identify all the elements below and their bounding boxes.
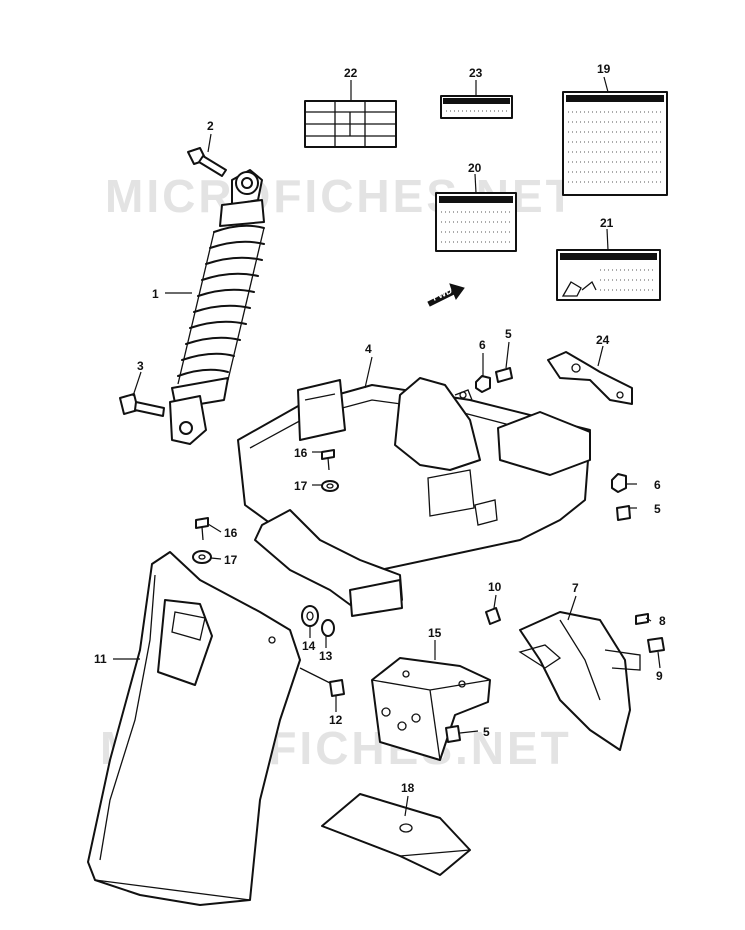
- callout-5-top: 5: [505, 327, 512, 341]
- washer-13: [321, 619, 335, 637]
- bolt-5c: [445, 725, 461, 743]
- callout-16-box: 16: [294, 446, 308, 460]
- screw-8: [635, 613, 649, 625]
- callout-11: 11: [94, 652, 107, 666]
- nut-6a: [475, 375, 491, 393]
- callout-22: 22: [344, 66, 358, 80]
- callout-12: 12: [329, 713, 343, 727]
- label-21: [556, 249, 661, 301]
- bracket-15: [371, 657, 491, 761]
- bolt-10: [485, 607, 501, 625]
- collar-14: [301, 605, 319, 627]
- bolt-12: [299, 667, 345, 697]
- callout-9: 9: [656, 669, 663, 683]
- callout-4: 4: [365, 342, 372, 356]
- callout-18: 18: [401, 781, 415, 795]
- callout-7: 7: [572, 581, 579, 595]
- callout-3: 3: [137, 359, 144, 373]
- fwd-arrow-icon: FWD: [427, 283, 465, 307]
- callout-14: 14: [302, 639, 316, 653]
- callout-19: 19: [597, 62, 611, 76]
- leader-lines: [113, 76, 661, 817]
- bolt-5b: [616, 505, 631, 521]
- bolt-5a: [495, 367, 513, 383]
- callout-5-right: 5: [654, 502, 661, 516]
- cover-18: [321, 793, 471, 876]
- screw-16b: [195, 517, 209, 541]
- callout-1: 1: [152, 287, 159, 301]
- label-22: [304, 100, 397, 148]
- rear-fender: [87, 551, 301, 906]
- label-23: [440, 95, 513, 119]
- washer-17a: [321, 480, 339, 492]
- callout-10: 10: [488, 580, 502, 594]
- callout-17-box: 17: [294, 479, 308, 493]
- callout-2: 2: [207, 119, 214, 133]
- label-19: [562, 91, 668, 196]
- bolt-2: [187, 147, 227, 177]
- callout-16-fender: 16: [224, 526, 238, 540]
- callout-6-right: 6: [654, 478, 661, 492]
- label-20: [435, 192, 517, 252]
- callout-21: 21: [600, 216, 614, 230]
- callout-17-fender: 17: [224, 553, 238, 567]
- clip-9: [647, 637, 665, 653]
- callout-13: 13: [319, 649, 333, 663]
- callout-15: 15: [428, 626, 442, 640]
- callout-5-lower: 5: [483, 725, 490, 739]
- callout-20: 20: [468, 161, 482, 175]
- mud-guard-7: [518, 611, 641, 751]
- bolt-3: [119, 393, 165, 417]
- rear-box-housing: [237, 377, 591, 617]
- washer-17b: [192, 550, 212, 564]
- nut-6b: [611, 473, 627, 493]
- bracket-24: [547, 351, 633, 405]
- screw-16a: [321, 449, 335, 471]
- callout-23: 23: [469, 66, 483, 80]
- callout-24: 24: [596, 333, 610, 347]
- callout-8: 8: [659, 614, 666, 628]
- rear-shock-absorber: [169, 169, 265, 445]
- callouts: 1 2 3 4 5 5 5 6 6 7 8 9 10 11 12 13 14 1…: [94, 62, 666, 795]
- callout-6-top: 6: [479, 338, 486, 352]
